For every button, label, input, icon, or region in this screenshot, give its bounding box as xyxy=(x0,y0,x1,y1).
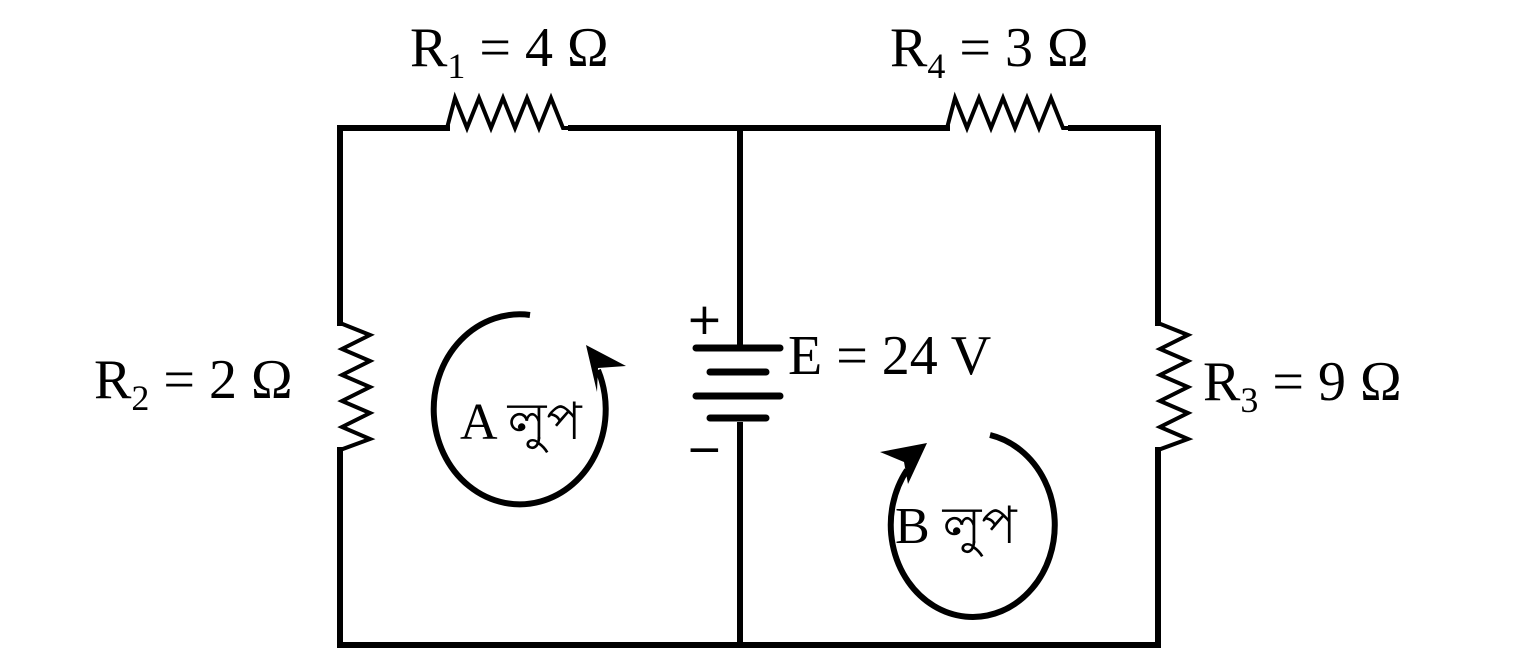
resistor-r2 xyxy=(337,320,376,453)
loop-b-label: B লুপ xyxy=(895,498,1017,557)
resistor-r3 xyxy=(1155,320,1194,453)
resistor-r4 xyxy=(944,91,1073,134)
resistor-r1 xyxy=(444,91,573,134)
r4-label: R4 = 3 Ω xyxy=(890,17,1089,86)
wire-top-right xyxy=(1068,125,1161,326)
battery xyxy=(692,344,784,422)
loop-a-arrow-icon xyxy=(430,311,626,508)
battery-minus: − xyxy=(686,424,723,475)
r1-label: R1 = 4 Ω xyxy=(410,17,609,86)
loop-a-label: A লুপ xyxy=(460,394,582,453)
emf-label: E = 24 V xyxy=(788,325,991,387)
loop-b-arrow-icon xyxy=(880,432,1058,620)
battery-plus: + xyxy=(686,294,723,345)
r2-label: R2 = 2 Ω xyxy=(94,349,293,418)
wire-right-bottom xyxy=(337,447,1161,648)
r3-label: R3 = 9 Ω xyxy=(1203,351,1402,420)
